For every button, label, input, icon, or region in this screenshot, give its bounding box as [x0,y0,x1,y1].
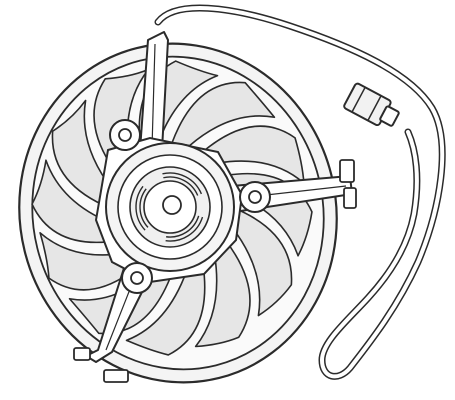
boss-hole [248,190,262,204]
motor-housing [94,136,244,284]
motor-ribs [135,172,204,242]
fan-blade [125,263,206,356]
motor-rib-arc [166,215,200,238]
clip-right-upper [339,159,355,183]
wiring-harness [154,4,446,380]
mount-boss-bottom [121,262,153,294]
motor-rib-arc [162,172,203,195]
mounting-bosses [109,119,271,294]
motor-rib-arc [139,188,149,228]
bracket-arm-rib [151,43,156,149]
boss-hole [130,271,144,285]
mount-boss-top [109,119,141,151]
boss-hole [118,128,132,142]
clip-bottom [103,369,129,383]
fan-blade [194,239,251,348]
fan-blade [202,125,305,184]
clip-bottom-left [73,347,91,361]
motor-shaft [162,195,182,215]
mount-boss-right [239,181,271,213]
fan-blade [230,207,293,317]
connector-rib [367,95,382,121]
motor-rib-arc [165,216,204,242]
cable-inner [156,6,445,379]
shroud-clips [73,159,357,383]
motor-rib-arc [163,176,199,196]
connector-collar [379,105,400,127]
connector-rib [351,86,366,113]
fan-blade [51,99,114,209]
clip-right-lower [343,187,357,209]
motor-rib-arc [135,185,146,231]
fan-blade [171,81,276,147]
fan-blade [39,232,142,291]
connector-plug [343,82,400,127]
